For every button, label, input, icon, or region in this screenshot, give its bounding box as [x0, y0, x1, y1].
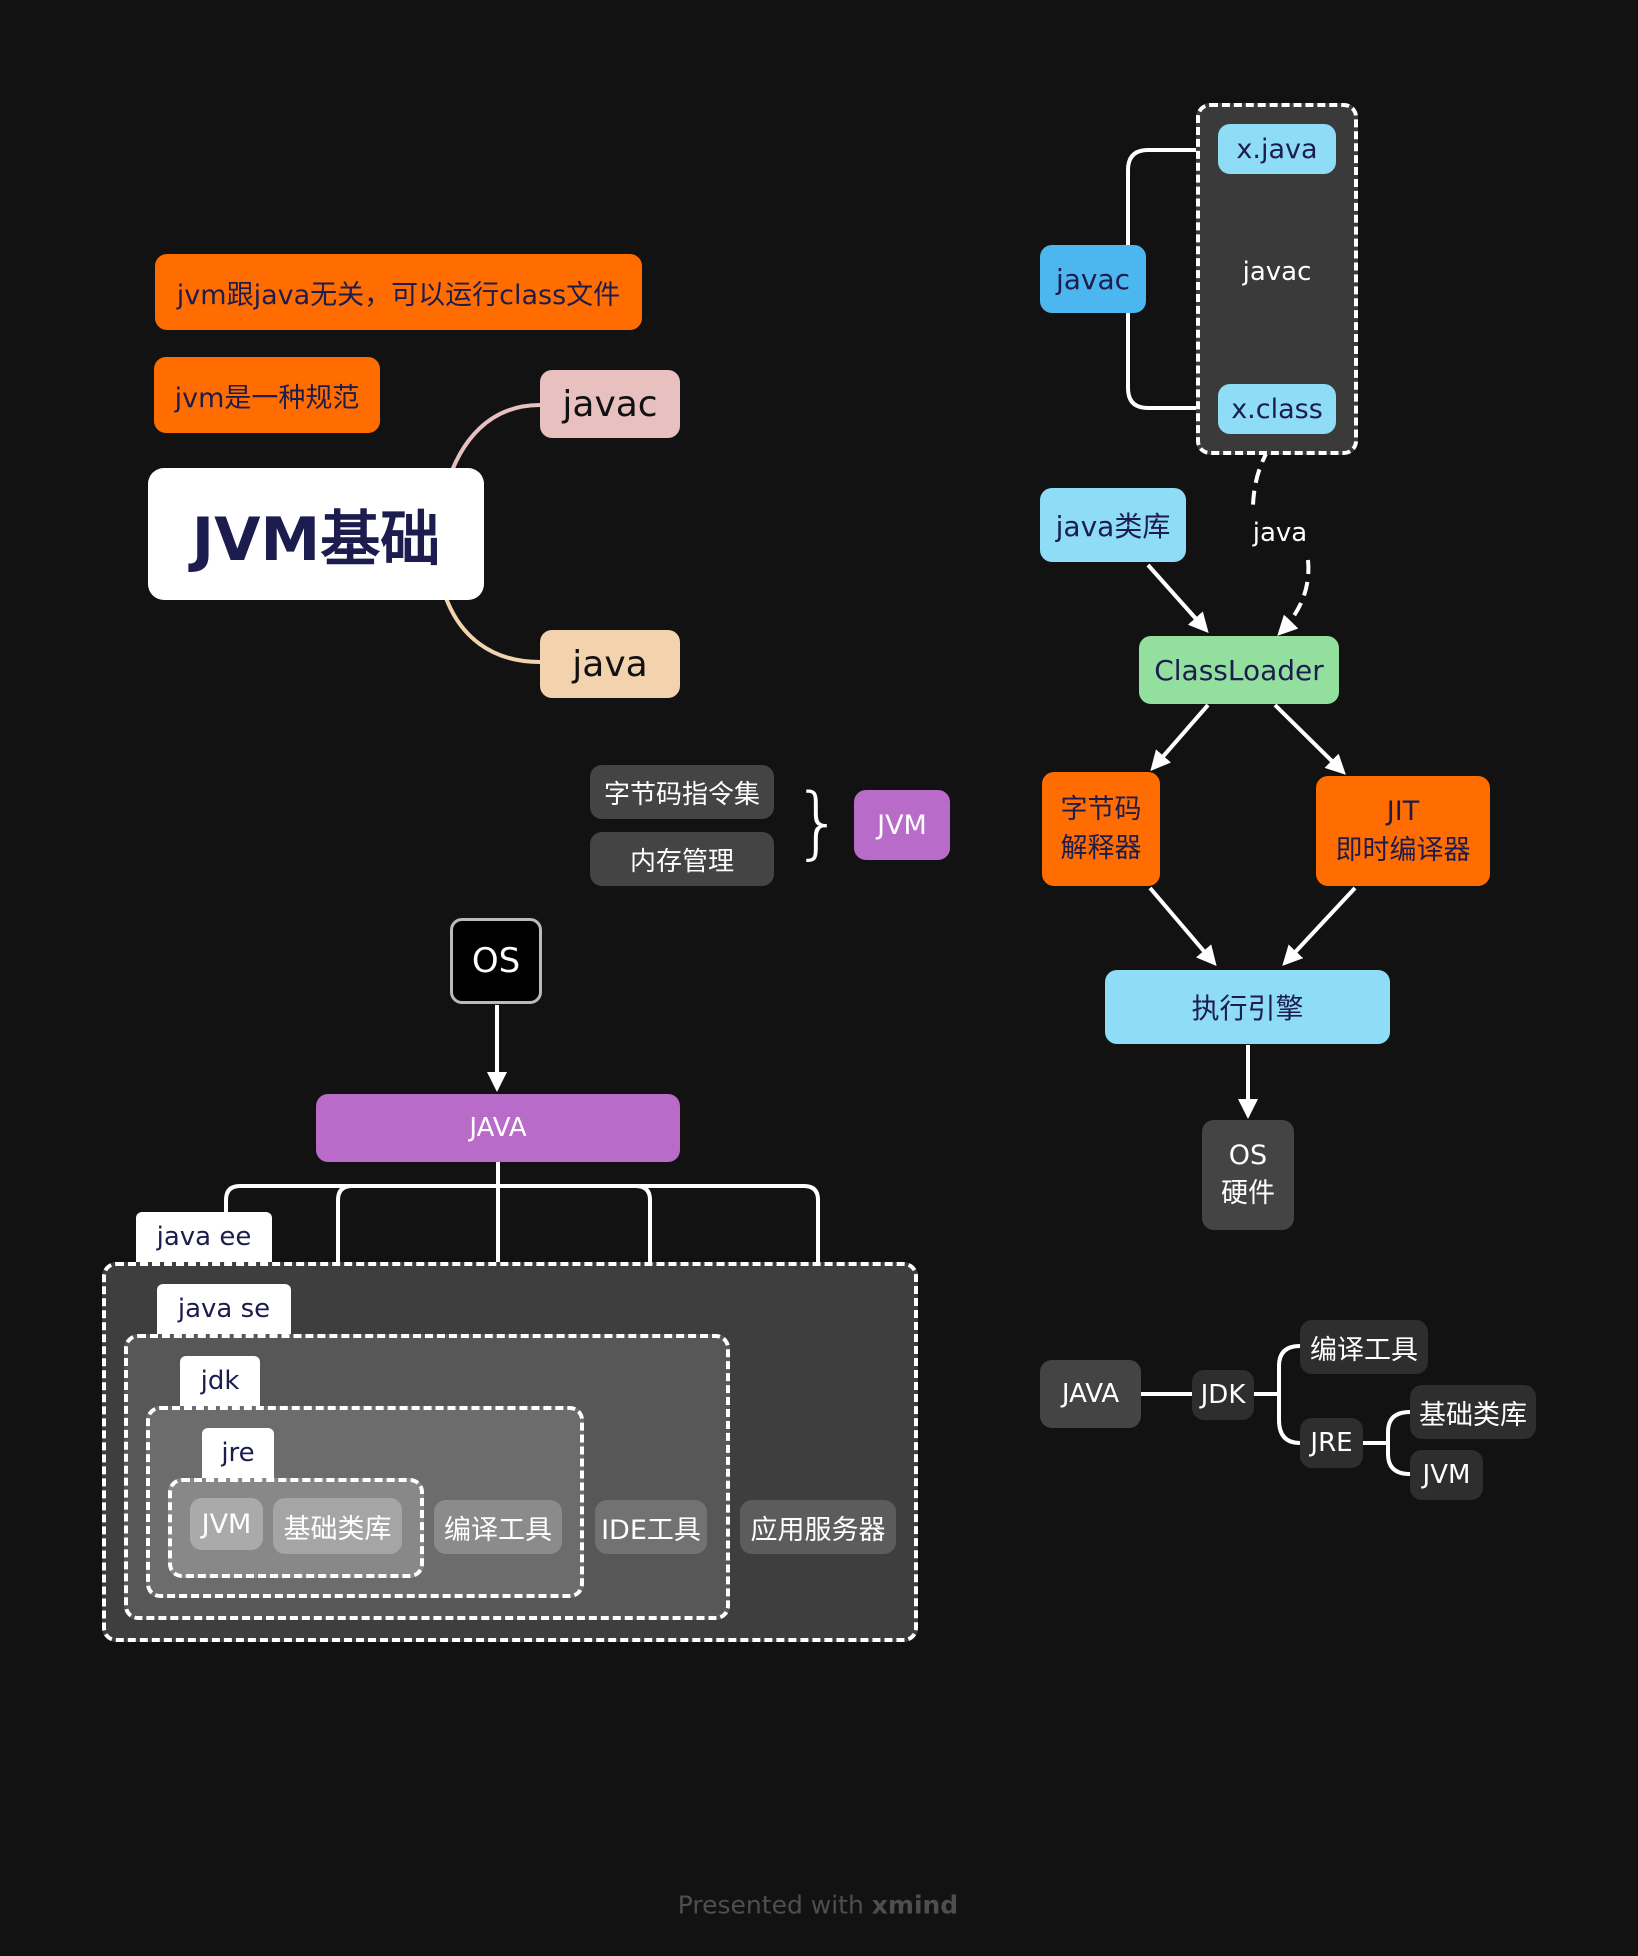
arrow-jit-engine	[1282, 886, 1357, 966]
jdk-label: jdk	[180, 1356, 260, 1406]
note-jvm-is-spec[interactable]: jvm是一种规范	[154, 357, 380, 433]
mindmap-branch-java	[444, 597, 541, 664]
branch-java[interactable]: java	[540, 630, 680, 698]
execution-engine-node[interactable]: 执行引擎	[1105, 970, 1390, 1044]
bytecode-interpreter-node[interactable]: 字节码 解释器	[1042, 772, 1160, 886]
run-arrow-lower	[1277, 559, 1311, 636]
jvm-summary-node[interactable]: JVM	[854, 790, 950, 860]
javac-compiler-node[interactable]: javac	[1040, 245, 1146, 313]
source-file-node[interactable]: x.java	[1218, 124, 1336, 174]
footer-prefix: Presented with	[677, 1890, 872, 1920]
stack-line-lib	[336, 1184, 498, 1500]
jre-label: jre	[202, 1428, 274, 1478]
java-lib-node[interactable]: java类库	[1040, 488, 1186, 562]
component-app-server[interactable]: 应用服务器	[740, 1500, 896, 1554]
mindmap-root[interactable]: JVM基础	[148, 468, 484, 600]
classloader-node[interactable]: ClassLoader	[1139, 636, 1339, 704]
java-ee-label: java ee	[136, 1212, 272, 1262]
tree-line-jdk-branch	[1254, 1344, 1301, 1445]
tree-java-node[interactable]: JAVA	[1040, 1360, 1141, 1428]
tree-line-jre-branch	[1363, 1410, 1411, 1476]
component-base-library[interactable]: 基础类库	[273, 1498, 402, 1554]
tree-jdk-node[interactable]: JDK	[1192, 1370, 1254, 1420]
jvm-item-bytecode-instructions[interactable]: 字节码指令集	[590, 765, 774, 819]
component-jvm[interactable]: JVM	[190, 1498, 263, 1550]
os-hardware-node[interactable]: OS 硬件	[1202, 1120, 1294, 1230]
jvm-item-memory-management[interactable]: 内存管理	[590, 832, 774, 886]
footer-credit: Presented with xmind	[678, 1891, 958, 1920]
compile-label: javac	[1242, 257, 1312, 287]
component-ide-tools[interactable]: IDE工具	[595, 1500, 707, 1554]
tree-jvm-node[interactable]: JVM	[1410, 1450, 1483, 1500]
arrow-lib-loader	[1146, 563, 1209, 633]
java-se-label: java se	[157, 1284, 291, 1334]
tree-jre-node[interactable]: JRE	[1300, 1418, 1363, 1468]
note-jvm-runs-class[interactable]: jvm跟java无关，可以运行class文件	[155, 254, 642, 330]
summary-brace: }	[793, 778, 843, 868]
class-file-node[interactable]: x.class	[1218, 384, 1336, 434]
arrow-loader-jit	[1273, 703, 1346, 775]
stack-line-server	[636, 1184, 820, 1500]
stack-line-jvm	[224, 1162, 500, 1500]
xmind-brand: xmind	[871, 1890, 959, 1920]
tree-compile-tools-node[interactable]: 编译工具	[1300, 1320, 1428, 1374]
run-label: java	[1252, 518, 1308, 548]
branch-javac[interactable]: javac	[540, 370, 680, 438]
jit-compiler-node[interactable]: JIT 即时编译器	[1316, 776, 1490, 886]
stack-os-node[interactable]: OS	[450, 918, 542, 1004]
component-compile-tools[interactable]: 编译工具	[434, 1500, 562, 1554]
arrow-interpreter-engine	[1148, 886, 1217, 967]
stack-java-node[interactable]: JAVA	[316, 1094, 680, 1162]
tree-base-library-node[interactable]: 基础类库	[1410, 1385, 1536, 1439]
arrow-loader-interpreter	[1150, 703, 1210, 772]
